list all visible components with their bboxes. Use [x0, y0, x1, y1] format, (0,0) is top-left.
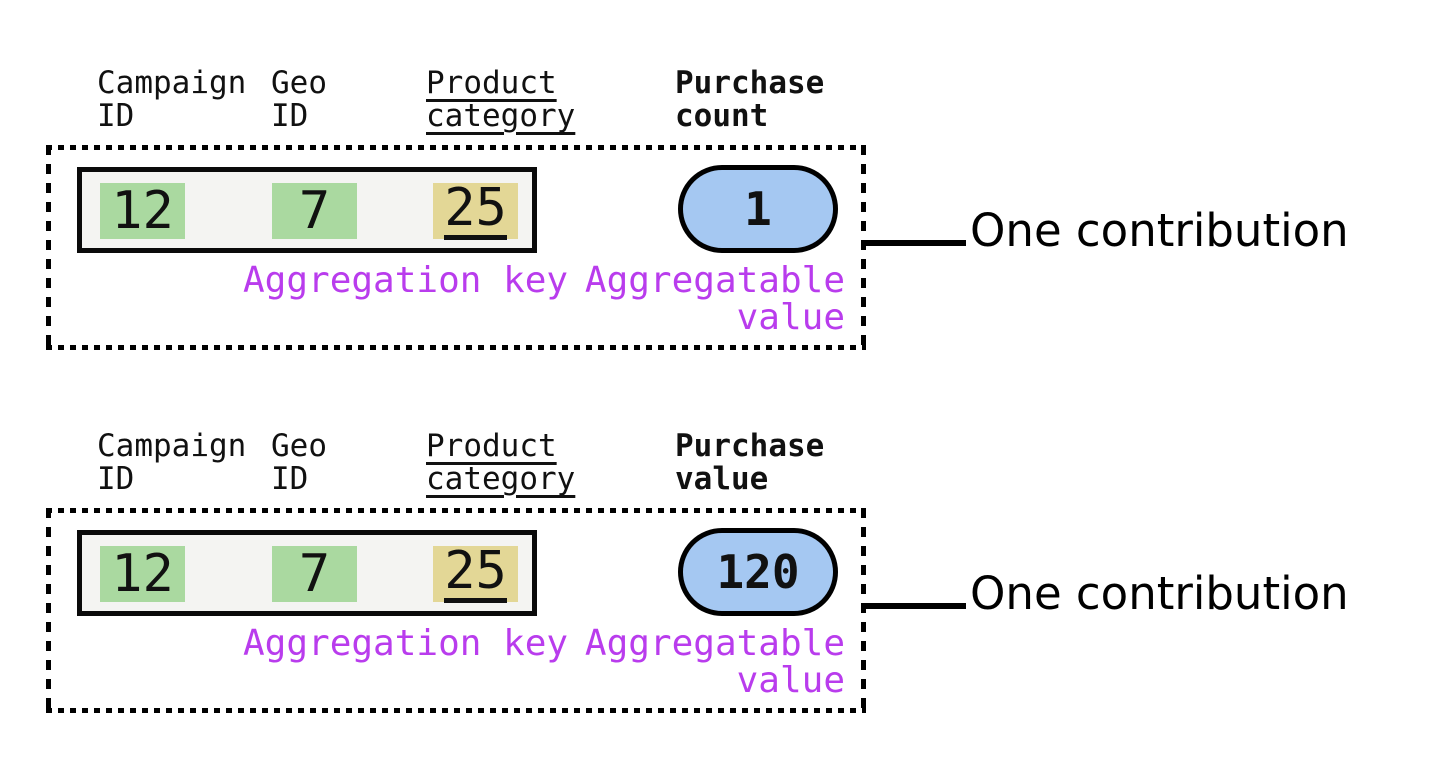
connector-line — [864, 240, 966, 246]
header-line: ID — [271, 98, 309, 134]
cell-value: 12 — [111, 544, 174, 604]
header-line: ID — [97, 98, 135, 134]
cell-campaign-id: 12 — [100, 183, 185, 239]
cell-geo-id: 7 — [272, 183, 357, 239]
aggregation-key-label: Aggregation key — [243, 260, 569, 301]
aggregatable-value-pill: 120 — [678, 528, 838, 616]
header-line: Campaign — [97, 65, 247, 101]
header-line: Purchase — [675, 428, 825, 464]
pill-value: 120 — [716, 545, 800, 599]
cell-value: 7 — [298, 181, 331, 241]
pill-value: 1 — [744, 182, 772, 236]
header-line: Geo — [271, 428, 327, 464]
header-line: Geo — [271, 65, 327, 101]
one-contribution-annotation: One contribution — [970, 204, 1349, 257]
cell-product-category: 25 — [433, 178, 518, 240]
cell-campaign-id: 12 — [100, 546, 185, 602]
header-line: ID — [271, 461, 309, 497]
label-line: value — [736, 660, 845, 701]
header-line: Purchase — [675, 65, 825, 101]
header-line: category — [426, 461, 576, 497]
cell-value: 25 — [444, 178, 507, 240]
cell-value: 12 — [111, 181, 174, 241]
one-contribution-annotation: One contribution — [970, 567, 1349, 620]
connector-line — [864, 603, 966, 609]
header-line: category — [426, 98, 576, 134]
header-line: value — [675, 461, 769, 497]
cell-geo-id: 7 — [272, 546, 357, 602]
header-line: ID — [97, 461, 135, 497]
header-line: count — [675, 98, 769, 134]
aggregatable-value-pill: 1 — [678, 165, 838, 253]
aggregation-key-label: Aggregation key — [243, 623, 569, 664]
header-line: Product — [426, 65, 557, 101]
header-line: Product — [426, 428, 557, 464]
cell-value: 25 — [444, 541, 507, 603]
label-line: Aggregatable — [584, 260, 845, 301]
cell-value: 7 — [298, 544, 331, 604]
cell-product-category: 25 — [433, 541, 518, 603]
label-line: value — [736, 297, 845, 338]
label-line: Aggregatable — [584, 623, 845, 664]
header-line: Campaign — [97, 428, 247, 464]
